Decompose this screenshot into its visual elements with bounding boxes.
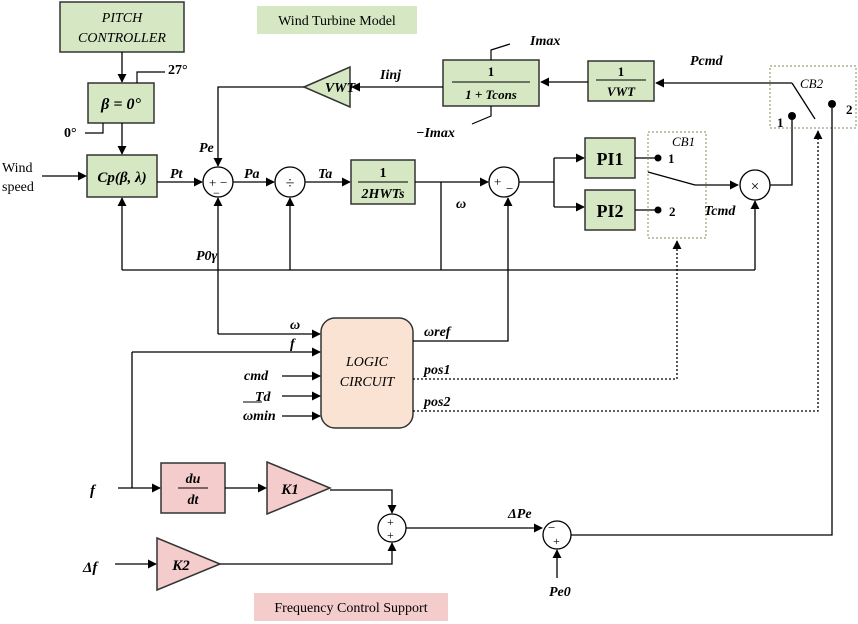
wind-speed-label-line2: speed <box>2 180 34 195</box>
pcmd-label: Pcmd <box>690 54 724 69</box>
wind-speed-label-line1: Wind <box>2 161 33 176</box>
k2-gain-label: K2 <box>171 558 190 574</box>
pitch-controller-line1: PITCH <box>101 11 143 26</box>
pt-label: Pt <box>170 167 184 182</box>
logic-circuit-line1: LOGIC <box>345 355 389 370</box>
wind-turbine-model-label-box <box>257 6 417 34</box>
omega-label: ω <box>456 197 466 212</box>
logic-input-omega-min: ωmin <box>243 409 276 424</box>
k2-gain-triangle <box>156 536 222 592</box>
angle-27-label: 27° <box>168 63 188 78</box>
k1-gain-triangle <box>266 460 332 516</box>
logic-input-f: f <box>290 337 296 352</box>
imax-positive-label: Imax <box>529 34 560 49</box>
inertia-numerator: 1 <box>380 166 387 181</box>
svg-text:+: + <box>387 528 394 542</box>
delta-pe-label: ΔPe <box>507 507 532 522</box>
svg-text:+: + <box>209 175 216 190</box>
pi1-controller-block <box>584 137 636 179</box>
beta-block <box>87 82 155 124</box>
inertia-denominator: 2HWTs <box>360 187 405 202</box>
cb1-switch-box <box>647 131 707 239</box>
svg-text:+: + <box>553 534 560 548</box>
pitch-controller-line2: CONTROLLER <box>78 31 166 46</box>
iinj-label: Iinj <box>379 68 401 83</box>
logic-output-pos1: pos1 <box>423 363 450 378</box>
logic-input-omega: ω <box>290 318 300 333</box>
vwt-gain-label: VWT <box>325 81 357 96</box>
cp-block-label: Cp(β, λ) <box>97 170 146 186</box>
logic-output-pos2: pos2 <box>423 395 450 410</box>
tcmd-label: Tcmd <box>704 204 736 219</box>
svg-text:−: − <box>506 181 513 196</box>
pa-label: Pa <box>244 167 260 182</box>
logic-input-td: Td <box>255 390 272 405</box>
cb2-switch-box <box>769 65 857 129</box>
cb2-label: CB2 <box>800 76 824 91</box>
svg-text:+: + <box>387 515 394 529</box>
cb2-position-1: 1 <box>777 115 784 130</box>
cb1-label: CB1 <box>672 134 695 149</box>
division-symbol: ÷ <box>286 175 295 192</box>
logic-input-cmd: cmd <box>244 369 269 384</box>
logic-circuit-line2: CIRCUIT <box>340 375 396 390</box>
pi2-controller-label: PI2 <box>597 201 624 221</box>
k1-gain-label: K1 <box>280 482 299 498</box>
svg-text:−: − <box>213 186 220 200</box>
inverse-vwt-numerator: 1 <box>618 64 625 79</box>
cp-block <box>86 154 158 198</box>
logic-circuit-block <box>320 317 414 429</box>
cb2-position-2: 2 <box>846 102 853 117</box>
cb1-position-2: 2 <box>669 204 676 219</box>
imax-negative-label: −Imax <box>416 126 455 141</box>
f-input-label: f <box>90 483 97 499</box>
pi1-controller-label: PI1 <box>597 149 624 169</box>
frequency-control-support-label-box <box>254 593 448 621</box>
angle-0-label: 0° <box>64 126 77 141</box>
logic-output-omega-ref: ωref <box>424 325 452 340</box>
inverse-vwt-denominator: VWT <box>607 84 636 99</box>
beta-block-label: β = 0° <box>100 96 141 113</box>
svg-text:+: + <box>494 174 501 189</box>
multiply-symbol: × <box>751 179 759 195</box>
lag-denominator: 1 + Tcons <box>465 87 517 102</box>
pe0-label: Pe0 <box>549 585 571 600</box>
vwt-gain-triangle <box>302 65 351 109</box>
derivative-denominator: dt <box>188 493 200 508</box>
frequency-control-support-label: Frequency Control Support <box>274 601 427 616</box>
svg-text:−: − <box>220 175 227 190</box>
lag-numerator: 1 <box>488 64 495 79</box>
wind-turbine-model-label: Wind Turbine Model <box>278 14 396 29</box>
derivative-numerator: du <box>186 472 201 487</box>
inverse-vwt-block <box>587 60 655 102</box>
pe-label: Pe <box>199 141 214 156</box>
ta-label: Ta <box>318 167 332 182</box>
current-lag-block <box>442 59 540 107</box>
delta-f-input-label: Δf <box>82 560 99 576</box>
p0y-label: P0γ <box>196 249 218 264</box>
cb1-position-1: 1 <box>668 151 675 166</box>
svg-text:−: − <box>548 520 555 535</box>
